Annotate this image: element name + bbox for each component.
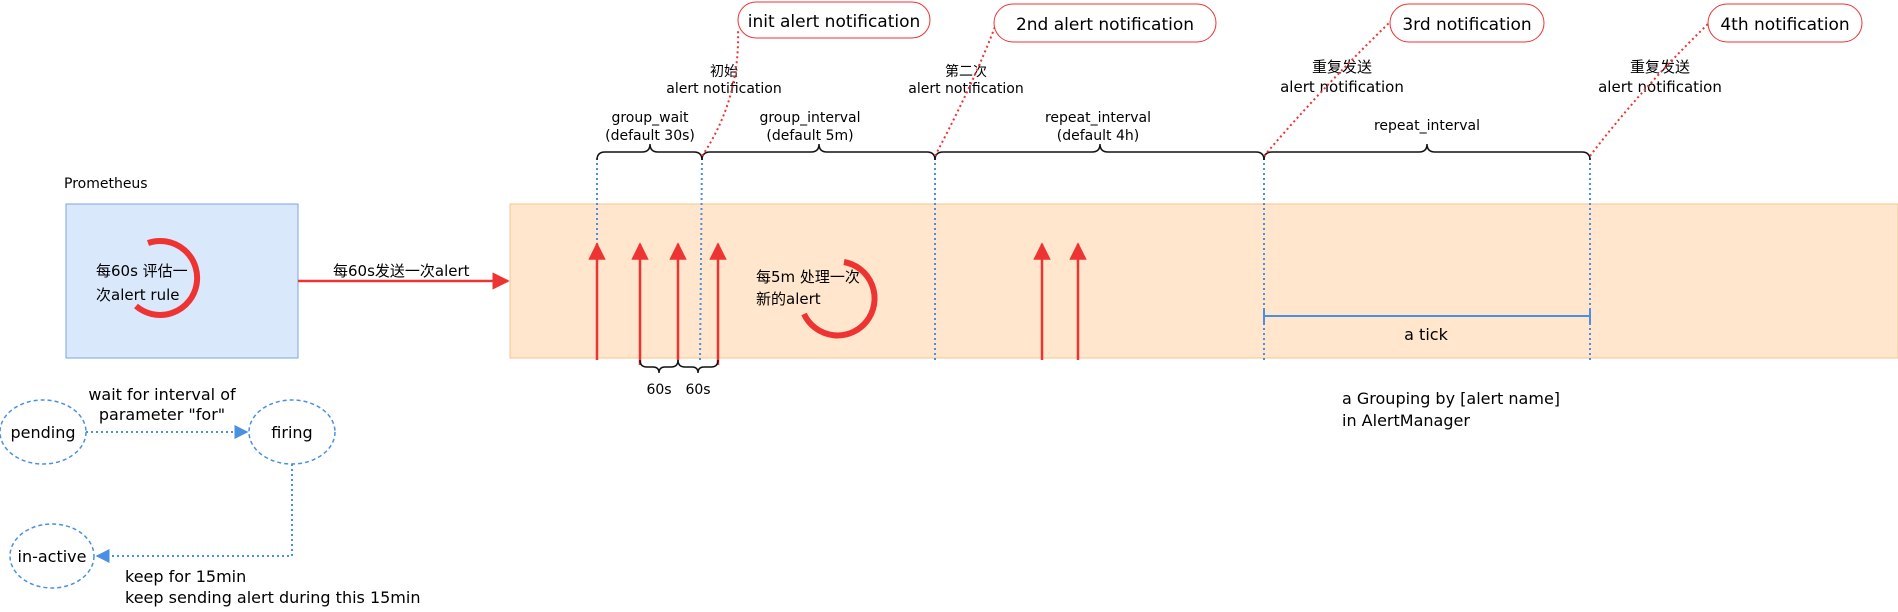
state-firing-label: firing bbox=[271, 423, 312, 442]
prometheus-eval-text-1: 每60s 评估一 bbox=[96, 262, 188, 280]
notification-3-pill bbox=[1389, 3, 1545, 43]
notification-3-label: 3rd notification bbox=[1402, 15, 1531, 35]
notification-2-pill bbox=[993, 3, 1217, 43]
group-interval-brace bbox=[701, 143, 936, 161]
group-wait-default: (default 30s) bbox=[605, 128, 695, 144]
marker-init-notification bbox=[699, 157, 703, 363]
grouping-caption-2: in AlertManager bbox=[1342, 411, 1470, 430]
repeat-interval-brace-2 bbox=[1263, 143, 1591, 161]
send-alert-label: 每60s发送一次alert bbox=[333, 262, 470, 280]
notification-1-label: init alert notification bbox=[748, 12, 921, 32]
tick-label: a tick bbox=[1404, 325, 1448, 344]
notification-4-caption-1: 重复发送 bbox=[1630, 58, 1690, 76]
group-wait-label: group_wait bbox=[611, 110, 689, 126]
notification-2-caption-2: alert notification bbox=[908, 81, 1024, 97]
notification-3-caption-1: 重复发送 bbox=[1312, 58, 1372, 76]
prometheus-eval-text-2: 次alert rule bbox=[96, 286, 179, 304]
repeat-interval-2-label: repeat_interval bbox=[1374, 118, 1480, 134]
notification-3-caption-2: alert notification bbox=[1280, 78, 1404, 96]
pending-to-firing-label-2: parameter "for" bbox=[99, 405, 225, 424]
notification-3-connector bbox=[1263, 21, 1391, 157]
spacing-brace-2 bbox=[677, 359, 719, 374]
pending-to-firing-label-1: wait for interval of bbox=[88, 385, 236, 404]
notification-4-connector bbox=[1589, 21, 1711, 157]
firing-to-inactive-label-2: keep sending alert during this 15min bbox=[125, 588, 420, 607]
notification-4-pill bbox=[1707, 3, 1863, 43]
notification-4-label: 4th notification bbox=[1720, 15, 1849, 35]
alertmanager-process-cycle-icon bbox=[801, 259, 878, 339]
alertmanager-process-text-2: 新的alert bbox=[756, 290, 821, 308]
repeat-interval-1-label: repeat_interval bbox=[1045, 110, 1151, 126]
repeat-interval-1-default: (default 4h) bbox=[1057, 128, 1139, 144]
firing-to-inactive-label-1: keep for 15min bbox=[125, 567, 246, 586]
notification-1-caption-1: 初始 bbox=[710, 63, 738, 80]
notification-2-connector bbox=[934, 23, 997, 157]
repeat-interval-brace-1 bbox=[934, 143, 1265, 161]
state-inactive bbox=[9, 523, 95, 589]
prometheus-title: Prometheus bbox=[64, 176, 148, 192]
spacing-brace-1 bbox=[639, 359, 679, 374]
spacing-label-2: 60s bbox=[685, 382, 710, 398]
notification-1-connector bbox=[701, 29, 740, 157]
firing-to-inactive-arrow bbox=[95, 464, 293, 563]
state-pending-label: pending bbox=[10, 423, 75, 442]
notification-1-pill bbox=[737, 1, 931, 39]
notification-2-caption-1: 第二次 bbox=[945, 63, 987, 80]
state-inactive-label: in-active bbox=[18, 547, 87, 566]
prometheus-box bbox=[65, 203, 299, 359]
alertmanager-group-box bbox=[509, 203, 1898, 359]
notification-4-caption-2: alert notification bbox=[1598, 78, 1722, 96]
group-interval-default: (default 5m) bbox=[766, 128, 853, 144]
spacing-label-1: 60s bbox=[646, 382, 671, 398]
notification-2-label: 2nd alert notification bbox=[1016, 15, 1194, 35]
prometheus-eval-cycle-icon bbox=[134, 238, 201, 318]
notification-1-caption-2: alert notification bbox=[666, 81, 782, 97]
grouping-caption-1: a Grouping by [alert name] bbox=[1342, 389, 1560, 408]
group-interval-label: group_interval bbox=[759, 110, 860, 126]
alertmanager-process-text-1: 每5m 处理一次 bbox=[756, 268, 860, 286]
group-wait-brace bbox=[596, 143, 703, 161]
